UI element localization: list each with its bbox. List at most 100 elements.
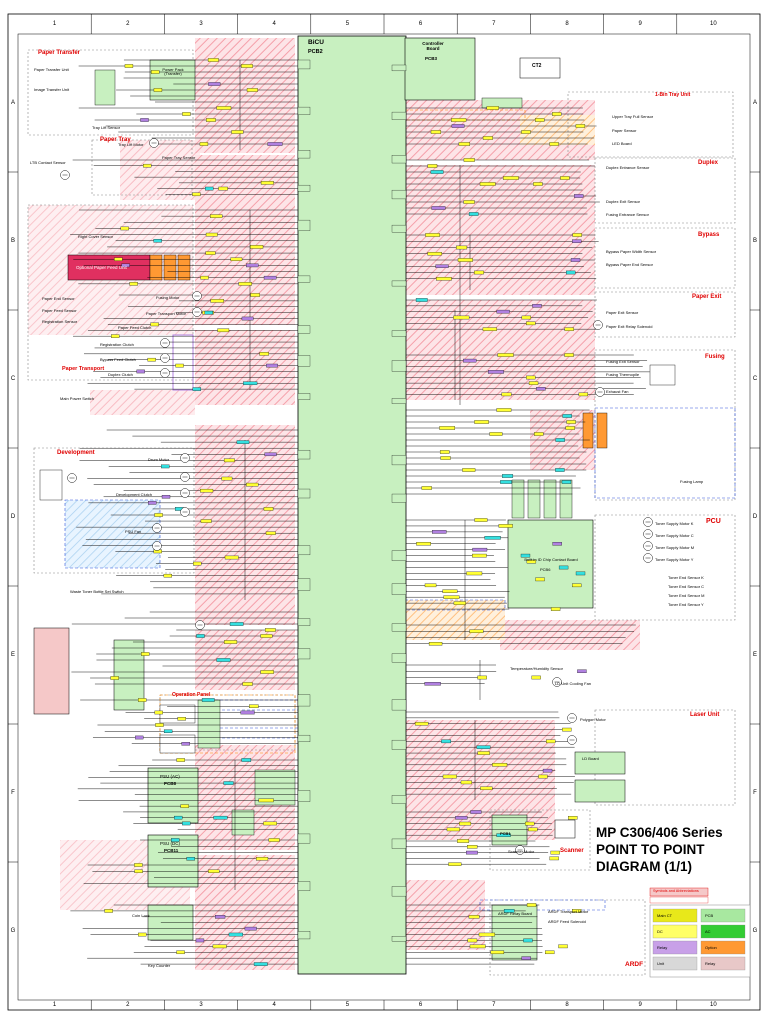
connector-pad: [531, 675, 541, 680]
bicu-pin-block: [297, 106, 311, 115]
legend-item-label: PCB: [705, 912, 714, 918]
connector-pad: [474, 270, 484, 275]
connector-pad: [526, 375, 536, 380]
ct2-label: CT2: [532, 63, 542, 69]
connector-pad: [218, 186, 228, 191]
connector-pad: [221, 476, 233, 481]
connector-pad: [555, 468, 565, 472]
connector-pad: [268, 838, 280, 842]
connector-pad: [521, 315, 532, 320]
connector-pad: [476, 745, 491, 749]
connector-pad: [120, 226, 129, 231]
comp-development-clutch: Development Clutch: [116, 492, 153, 497]
comp-psu-fan: PSU Fan: [125, 529, 142, 534]
legend-swatch: [652, 956, 698, 971]
connector-pad: [453, 601, 466, 605]
connector-pad: [562, 727, 572, 732]
connector-pad: [263, 507, 274, 511]
connector-pad: [478, 932, 496, 937]
connector-pad: [430, 170, 444, 174]
comp-paper-sensor: Paper Sensor: [612, 128, 637, 133]
connector-pad: [443, 595, 460, 599]
connector-pad: [458, 142, 471, 146]
connector-pad: [451, 124, 465, 128]
bicu-label: BiCU: [308, 39, 324, 46]
comp-paper-end-sensor: Paper End Sensor: [42, 296, 75, 301]
grid-row-label: G: [752, 928, 758, 934]
connector-pad: [240, 710, 255, 715]
grid-row-label: E: [10, 652, 15, 658]
connector-pad: [192, 387, 202, 391]
comp-polygon-motor: Polygon Motor: [580, 717, 606, 722]
connector-pad: [466, 850, 478, 855]
connector-pad: [213, 815, 228, 820]
connector-pad: [176, 950, 185, 955]
connector-pad: [570, 258, 581, 262]
connector-pad: [138, 932, 147, 937]
grid-column-label: 9: [638, 1002, 642, 1008]
connector-pad: [474, 518, 488, 522]
connector-pad: [549, 856, 559, 861]
connector-pad: [482, 327, 497, 331]
comp-duplex-exit: Duplex Exit Sensor: [606, 199, 641, 204]
connector-pad: [460, 780, 472, 785]
bicu-pin-block: [391, 623, 407, 632]
section-paper-transfer: Paper Transfer: [38, 50, 81, 56]
pcu-id-chip-board: [507, 519, 594, 609]
connector-pad: [195, 938, 205, 943]
connector-pad: [246, 482, 259, 487]
bicu-pin-block: [391, 583, 407, 595]
connector-pad: [258, 798, 274, 803]
connector-pad: [231, 130, 244, 134]
connector-pad: [249, 704, 259, 709]
connector-pad: [457, 258, 473, 262]
connector-pad: [572, 233, 582, 237]
connector-pad: [171, 838, 180, 842]
bicu-pin-block: [297, 488, 311, 499]
grid-column-label: 5: [345, 21, 350, 27]
pcb-small-label: PCB1: [500, 831, 511, 836]
section-paper-transport: Paper Transport: [62, 366, 105, 372]
bicu-pin-block: [391, 111, 407, 120]
pcu-chip-slots: [511, 479, 573, 519]
comp-toner-end-y: Toner End Sensor Y: [668, 602, 704, 607]
connector-pad: [243, 381, 258, 385]
grid-row-label: D: [10, 514, 16, 520]
bicu-pin-block: [391, 699, 407, 711]
connector-pad: [238, 282, 252, 286]
connector-pad: [575, 124, 586, 128]
connector-pad: [205, 232, 218, 237]
controller-label: Controller Board: [422, 41, 444, 51]
grid-column-label: 10: [710, 21, 717, 27]
connector-pad: [549, 142, 559, 146]
bicu-pin-block: [297, 545, 311, 556]
comp-paper-tray-sensor: Paper Tray Sensor: [162, 155, 196, 160]
connector-pad: [440, 456, 451, 460]
grid-ticks: [8, 14, 760, 1010]
comp-paper-transfer-unit: Paper Transfer Unit: [34, 67, 69, 72]
connector-pad: [416, 542, 431, 546]
section-laser-unit: Laser Unit: [690, 712, 720, 718]
connector-pad: [535, 118, 545, 122]
connector-pad: [528, 381, 539, 385]
comp-registration-clutch: Registration Clutch: [100, 342, 134, 347]
component-symbols: [60, 138, 653, 855]
connector-pad: [467, 938, 478, 943]
connector-pad: [566, 270, 576, 275]
bicu-pin-block: [297, 325, 311, 334]
bicu-pin-block: [297, 393, 311, 400]
comp-scanner-motor: Scanner Motor: [508, 849, 535, 854]
bicu-pin-block: [391, 155, 407, 164]
connector-pad: [431, 206, 446, 210]
connector-pad: [538, 774, 548, 779]
connector-pad: [265, 531, 276, 535]
connector-pad: [246, 88, 258, 92]
comp-ld-board: LD Board: [582, 756, 599, 761]
grid-row-label: B: [752, 238, 757, 244]
bicu-pin-block: [391, 493, 407, 503]
connector-pad: [572, 239, 582, 243]
connector-pad: [155, 723, 164, 727]
connector-pad: [150, 322, 159, 327]
bicu-pin-block: [391, 838, 407, 849]
